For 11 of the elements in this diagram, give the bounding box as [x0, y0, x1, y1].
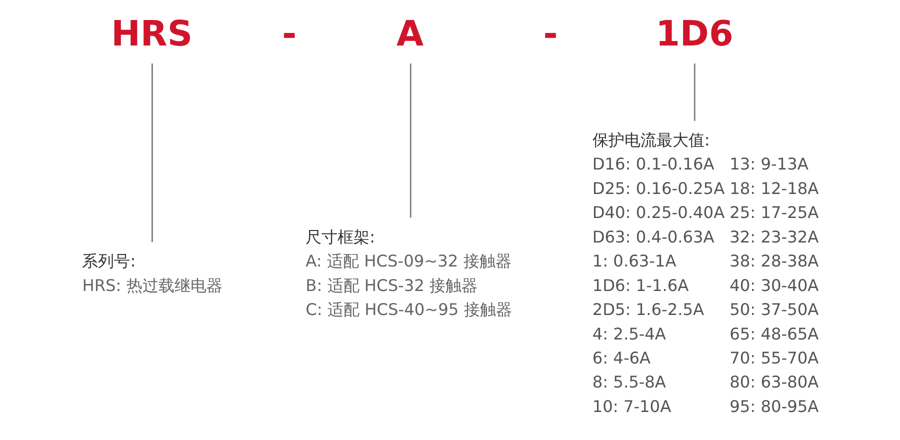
- connector: [410, 64, 412, 218]
- node-text: 尺寸框架: A: 适配 HCS-09~32 接触器 B: 适配 HCS-32 接触器 C: 适配 HCS-40~95 接触器: [306, 227, 512, 320]
- connector: [152, 64, 153, 242]
- node-text: A: [396, 14, 424, 54]
- node-text: 保护电流最大值: D16: 0.1-0.16A 13: 9-13A D25: 0.16-0.25A 18: 12-18A D40: 0.25-0.40A 25: 17-25A D63: 0.4-0.63A 32: 23-32A 1: 0.63-1A 38: 28-38A 1D6: 1-1.6A 40: 30-40A 2D5: 1.6-2.5A 50: 37-50A 4: 2.5-4A 65: 48-65A 6: 4-6A 70: 55-70A 8: 5.5-8A 80: 63-80A 10: 7-10A 95: 80-95A: [592, 130, 819, 416]
- node-text: -: [282, 14, 297, 54]
- node-text: 1D6: [656, 14, 734, 54]
- connector: [694, 64, 696, 121]
- node-text: HRS: [111, 14, 193, 54]
- node-text: 系列号: HRS: 热过载继电器: [82, 252, 222, 295]
- node-text: -: [543, 14, 558, 54]
